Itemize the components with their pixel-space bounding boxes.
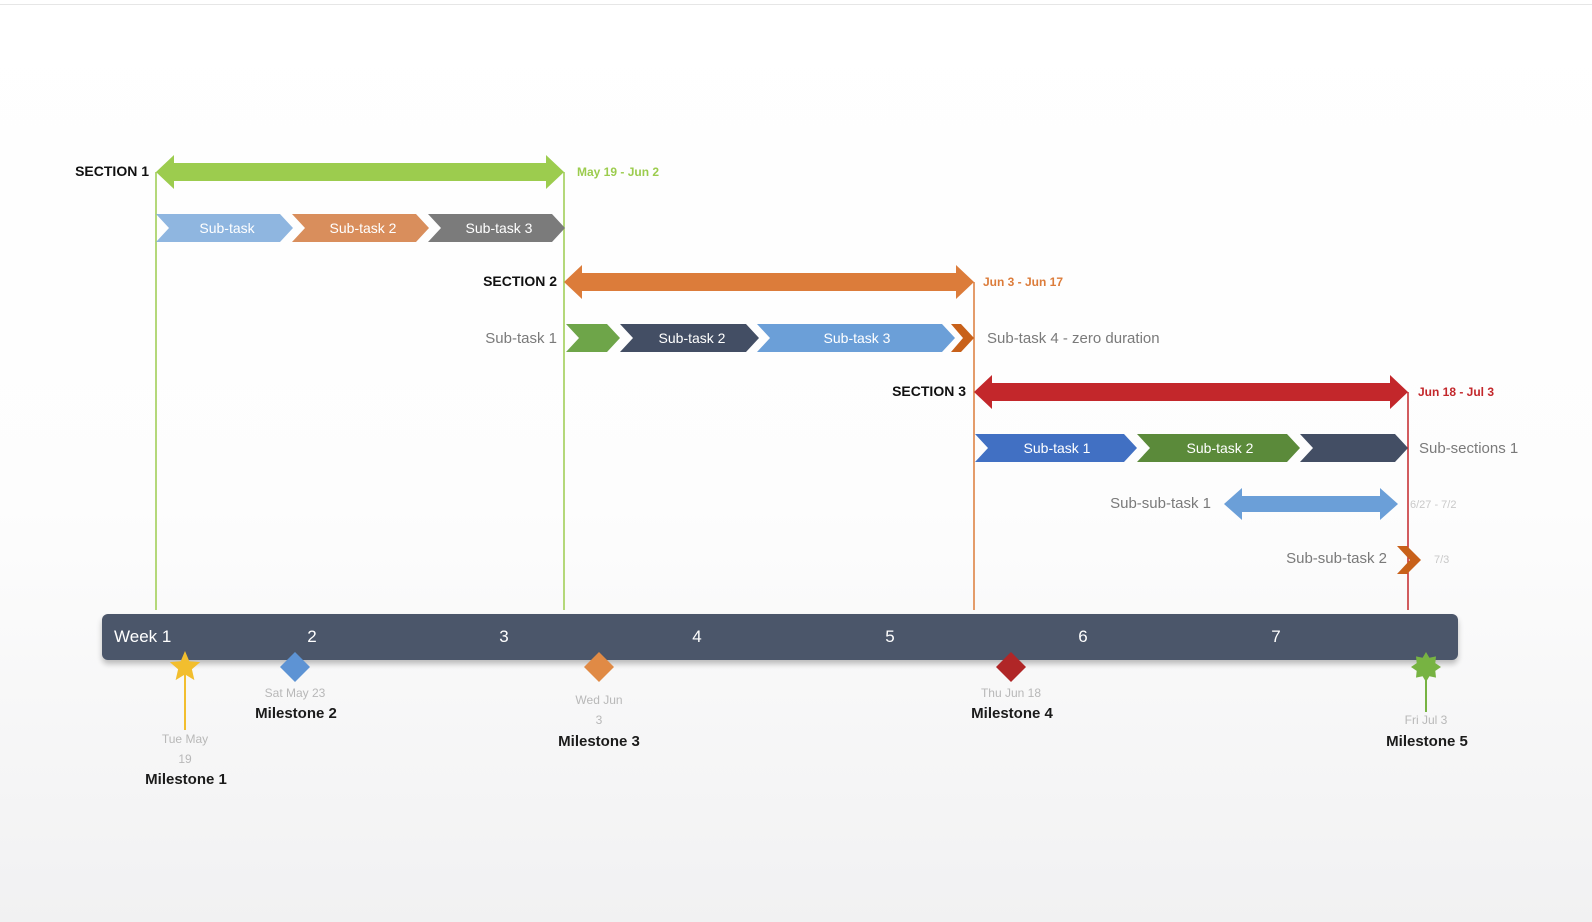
- top-divider: [0, 4, 1592, 5]
- section-2-subtask-2[interactable]: [620, 324, 759, 352]
- section-3-date-range: Jun 18 - Jul 3: [1418, 385, 1494, 399]
- milestone-5-name: Milestone 5: [1386, 733, 1468, 750]
- milestone-4-date: Thu Jun 18: [981, 686, 1041, 700]
- week-tick-3: 3: [499, 627, 508, 646]
- section-1-subtask-1[interactable]: [156, 214, 293, 242]
- milestone-3-name: Milestone 3: [558, 733, 640, 750]
- section-2-subtask-1-label: Sub-task 1: [485, 330, 557, 347]
- milestone-1-date-line-1: Tue May: [162, 732, 208, 746]
- milestone-2-diamond-icon[interactable]: [280, 652, 310, 682]
- section-3-label: SECTION 3: [892, 383, 966, 399]
- sub-sub-task-2-marker[interactable]: [1397, 546, 1421, 574]
- section-1-subtask-1-label: Sub-task: [199, 220, 255, 236]
- milestone-3-date-line-1: Wed Jun: [575, 693, 622, 707]
- milestone-2-name: Milestone 2: [255, 705, 337, 722]
- milestone-2-date: Sat May 23: [265, 686, 326, 700]
- milestone-1-star-icon[interactable]: [169, 651, 201, 681]
- week-tick-1: Week 1: [114, 627, 171, 646]
- section-1-date-range: May 19 - Jun 2: [577, 165, 659, 179]
- section-1-subtask-3[interactable]: [428, 214, 565, 242]
- milestone-1-name: Milestone 1: [145, 771, 227, 788]
- week-axis-bar: [102, 614, 1458, 660]
- milestone-1-date-line-2: 19: [178, 752, 192, 766]
- sub-sub-task-1-date-range: 6/27 - 7/2: [1410, 499, 1456, 511]
- week-tick-5: 5: [885, 627, 894, 646]
- milestone-4-diamond-icon[interactable]: [996, 652, 1026, 682]
- subsections-label: Sub-sections 1: [1419, 440, 1518, 457]
- section-1-subtask-2-label: Sub-task 2: [330, 220, 397, 236]
- section-1-bar[interactable]: [156, 155, 564, 189]
- section-2-subtask-4-label: Sub-task 4 - zero duration: [987, 330, 1160, 347]
- section-3-subsection-bar[interactable]: [1300, 434, 1408, 462]
- milestone-5-date: Fri Jul 3: [1405, 713, 1448, 727]
- milestone-3-diamond-icon[interactable]: [584, 652, 614, 682]
- section-2-label: SECTION 2: [483, 273, 557, 289]
- section-2-bar[interactable]: [564, 265, 974, 299]
- section-2-subtask-1[interactable]: [566, 324, 620, 352]
- section-3-subtask-1-label: Sub-task 1: [1024, 440, 1091, 456]
- milestone-3-date-line-2: 3: [596, 713, 603, 727]
- section-3-subtask-1[interactable]: [975, 434, 1137, 462]
- sub-sub-task-2-label: Sub-sub-task 2: [1286, 550, 1387, 567]
- section-2-subtask-3[interactable]: [757, 324, 955, 352]
- milestone-4-name: Milestone 4: [971, 705, 1053, 722]
- sub-sub-task-1-bar[interactable]: [1224, 488, 1398, 520]
- section-2-subtask-4-zero-duration-marker[interactable]: [951, 324, 974, 352]
- sub-sub-task-1-label: Sub-sub-task 1: [1110, 495, 1211, 512]
- section-1-label: SECTION 1: [75, 163, 149, 179]
- sub-sub-task-2-date: 7/3: [1434, 554, 1449, 566]
- section-3-subtask-2[interactable]: [1137, 434, 1300, 462]
- section-2-subtask-3-label: Sub-task 3: [824, 330, 891, 346]
- section-1-subtask-2[interactable]: [292, 214, 429, 242]
- week-tick-6: 6: [1078, 627, 1087, 646]
- section-2-date-range: Jun 3 - Jun 17: [983, 275, 1063, 289]
- week-tick-2: 2: [307, 627, 316, 646]
- section-1-subtask-3-label: Sub-task 3: [466, 220, 533, 236]
- week-tick-7: 7: [1271, 627, 1280, 646]
- section-2-subtask-2-label: Sub-task 2: [659, 330, 726, 346]
- milestone-5-starburst-icon[interactable]: [1411, 652, 1441, 682]
- section-3-bar[interactable]: [974, 375, 1408, 409]
- section-3-subtask-2-label: Sub-task 2: [1187, 440, 1254, 456]
- week-tick-4: 4: [692, 627, 701, 646]
